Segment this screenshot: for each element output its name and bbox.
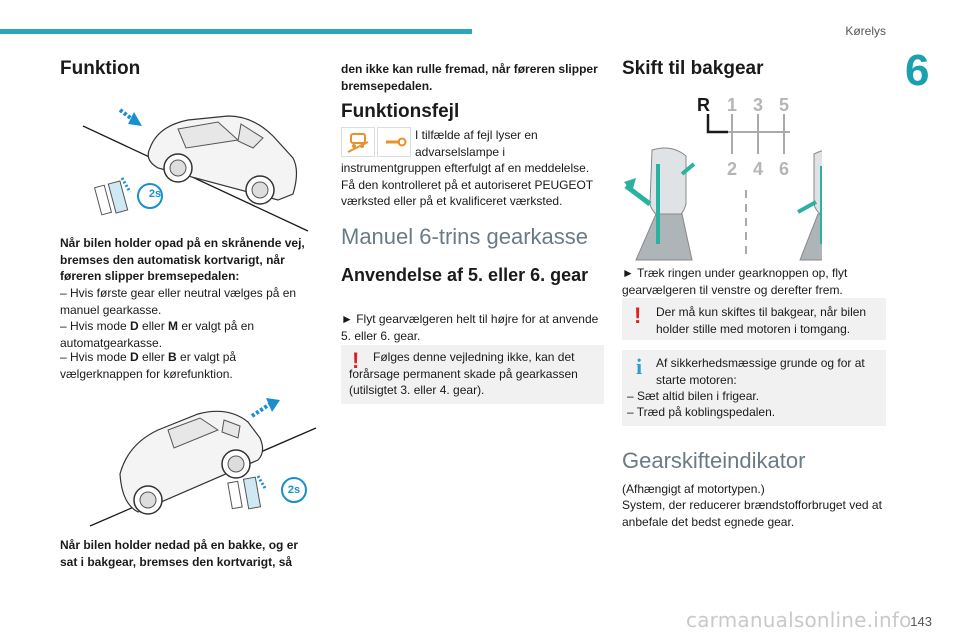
title-funktion: Funktion [60, 58, 141, 79]
text-fault-2: instrumentgruppen efterfulgt af en medde… [341, 161, 593, 208]
text-5-6-gear: ► Flyt gearvælgeren helt til højre for a… [341, 312, 599, 343]
text-info-1: Af sikkerhedsmæssige grunde og for at st… [656, 356, 865, 387]
text-uphill-bold: Når bilen holder opad på en skrånende ve… [60, 236, 305, 283]
title-5-6-gear: Anvendelse af 5. eller 6. gear [341, 265, 589, 285]
title-funktionsfejl: Funktionsfejl [341, 101, 460, 122]
badge-2s-uphill: 2s [148, 188, 162, 200]
warning-box-gearbox [341, 345, 604, 404]
warning-box-reverse [622, 298, 886, 340]
text-continuation: den ikke kan rulle fremad, når føreren s… [341, 62, 598, 93]
figure-gear-pattern [624, 114, 822, 261]
badge-2s-downhill: 2s [287, 484, 301, 496]
text-downhill-bold: Når bilen holder nedad på en bakke, og e… [60, 538, 299, 569]
text-warning-reverse: Der må kun skiftes til bakgear, når bile… [656, 305, 867, 336]
gear-label-2: 2 [727, 159, 738, 179]
page-number: 143 [910, 614, 932, 629]
warning-exclamation-icon-2: ! [634, 303, 642, 328]
text-uphill-l3: – Hvis mode D eller B er valgt på vælger… [60, 350, 237, 381]
text-uphill-l1: – Hvis første gear eller neutral vælges … [60, 286, 297, 317]
hill-assist-warning-icon [341, 127, 375, 157]
gear-label-3: 3 [753, 95, 764, 115]
title-reverse: Skift til bakgear [622, 58, 764, 79]
info-box-safety [622, 350, 886, 426]
gear-label-1: 1 [727, 95, 738, 115]
gear-label-r: R [697, 95, 710, 115]
text-info-l1: – Sæt altid bilen i frigear. [627, 389, 760, 403]
text-reverse: ► Træk ringen under gearknoppen op, flyt… [622, 266, 848, 297]
title-shift-indicator: Gearskifteindikator [622, 448, 806, 473]
gear-label-5: 5 [779, 95, 790, 115]
gear-label-4: 4 [753, 159, 764, 179]
info-icon: i [636, 354, 643, 379]
chapter-number: 6 [905, 46, 930, 95]
text-info-l2: – Træd på koblingspedalen. [627, 405, 776, 419]
section-label: Kørelys [845, 24, 886, 38]
figure-car-uphill [82, 108, 309, 232]
header-accent-bar [0, 29, 472, 34]
figure-car-downhill [89, 398, 317, 527]
text-indicator-1: (Afhængigt af motortypen.) [622, 482, 765, 496]
text-fault-1: I tilfælde af fejl lyser en advarselslam… [415, 128, 538, 159]
text-warning-gearbox: Følges denne vejledning ikke, kan det fo… [349, 350, 578, 397]
service-wrench-icon [377, 127, 411, 157]
gear-label-6: 6 [779, 159, 790, 179]
text-indicator-2: System, der reducerer brændstofforbruget… [622, 498, 882, 529]
warning-exclamation-icon: ! [352, 348, 360, 373]
watermark: carmanualsonline.info [686, 608, 912, 632]
title-manual-gearbox: Manuel 6-trins gearkasse [341, 224, 589, 249]
text-uphill-l2: – Hvis mode D eller M er valgt på en aut… [60, 319, 255, 350]
